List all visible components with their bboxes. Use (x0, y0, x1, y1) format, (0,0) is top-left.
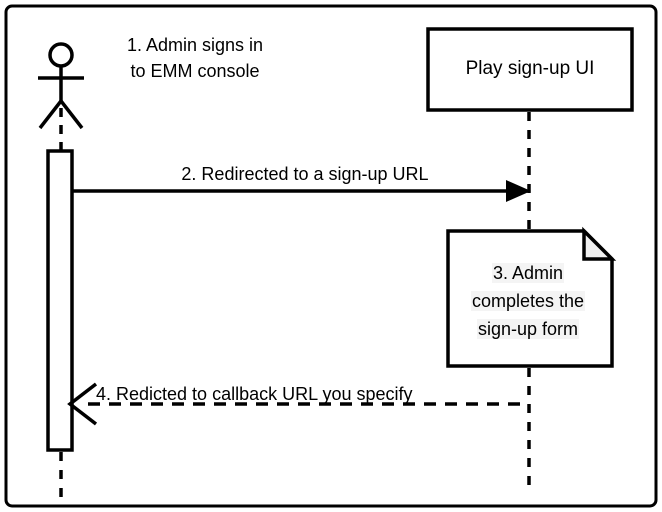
note-text-line1: 3. Admin (491, 263, 565, 283)
actor-left-leg-line (38, 99, 63, 130)
message-1-label-line1: 1. Admin signs in (126, 35, 264, 55)
actor-head-icon (48, 42, 74, 68)
message-4-arrowhead-icon (67, 382, 98, 426)
play-signup-ui-box (426, 27, 634, 112)
message-1-label: 1. Admin signs in to EMM console (95, 32, 295, 84)
note-text-line3: sign-up form (476, 319, 580, 339)
actor-activation-bar (46, 149, 74, 452)
diagram-border (4, 4, 658, 508)
note-text: 3. Admin completes the sign-up form (444, 259, 612, 343)
message-2-label: 2. Redirected to a sign-up URL (181, 164, 429, 184)
admin-actor-figure (38, 42, 84, 130)
note-fold-corner-icon (582, 226, 617, 261)
play-signup-ui-label: Play sign-up UI (465, 58, 595, 79)
message-2-arrowhead-icon (506, 180, 531, 202)
note-text-line2: completes the (470, 291, 586, 311)
actor-right-leg-line (59, 99, 84, 130)
message-4-label: 4. Redicted to callback URL you specify (96, 384, 413, 404)
message-1-label-line2: to EMM console (130, 61, 260, 81)
